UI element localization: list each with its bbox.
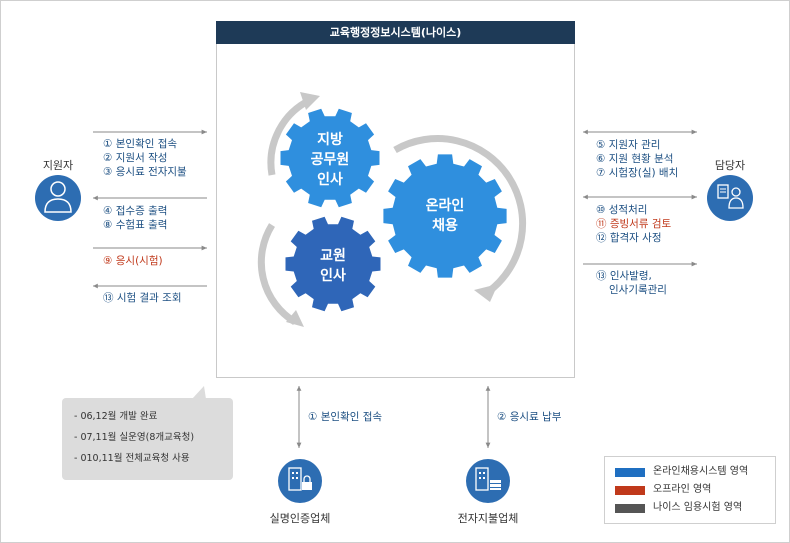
manager-flow-4: ⑫ 합격자 사정 — [596, 231, 661, 245]
applicant-flow-1-line-1: ① 본인확인 접속 — [103, 138, 178, 150]
gear-teacher-line-2: 인사 — [320, 268, 346, 284]
manager-flow-5-line-1: ⑬ 인사발령, — [596, 270, 652, 282]
vendor-auth-flow: ① 본인확인 접속 — [308, 411, 383, 423]
manager-flow-4-line-1: ⑫ 합격자 사정 — [596, 232, 662, 244]
gear-teacher-hr — [285, 216, 381, 312]
applicant-icon — [35, 175, 81, 221]
note-item: - 06,12월 개발 완료 — [74, 411, 158, 422]
applicant-flow-4-line-1: ⑬ 시험 결과 조회 — [103, 292, 182, 304]
legend-label-neis: 나이스 임용시험 영역 — [653, 502, 743, 513]
auth-vendor-icon — [278, 459, 322, 503]
gear-online-recruit — [383, 154, 507, 278]
manager-icon — [707, 175, 753, 221]
gear-local-line-2: 공무원 — [310, 152, 350, 168]
legend-swatch-online — [615, 468, 645, 477]
gear-local-line-3: 인사 — [317, 172, 343, 188]
applicant-flow-4: ⑬ 시험 결과 조회 — [103, 291, 181, 305]
manager-flow-2-line-1: ⑩ 성적처리 — [596, 204, 648, 216]
system-box — [216, 21, 575, 378]
payment-vendor-icon — [466, 459, 510, 503]
legend-swatch-neis — [615, 504, 645, 513]
vendor-payment-flow: ② 응시료 납부 — [497, 411, 562, 423]
manager-flow-3: ⑪ 증빙서류 검토 — [596, 217, 671, 231]
applicant-flow-3-line-1: ⑨ 응시(시험) — [103, 255, 163, 267]
legend: 온라인채용시스템 영역 오프라인 영역 나이스 임용시험 영역 — [604, 456, 776, 524]
applicant-flow-1-line-2: ② 지원서 작성 — [103, 152, 168, 164]
auth-vendor-label: 실명인증업체 — [269, 512, 331, 525]
cycle-arrow-right — [393, 135, 527, 295]
gear-online-line-1: 온라인 — [425, 198, 465, 214]
gear-online-line-2: 채용 — [432, 218, 458, 234]
gear-teacher-shape — [285, 216, 381, 312]
gear-local-label: 지방 공무원 인사 — [290, 130, 370, 190]
gear-local-line-1: 지방 — [317, 132, 343, 148]
note-item: - 010,11월 전체교육청 사용 — [74, 453, 190, 464]
manager-flow-3-line-1: ⑪ 증빙서류 검토 — [596, 218, 672, 230]
cycle-arrow-bottom — [257, 223, 297, 325]
applicant-flow-2-line-2: ⑧ 수험표 출력 — [103, 219, 168, 231]
manager-flow-5: ⑬ 인사발령, 인사기록관리 — [596, 269, 667, 297]
legend-label-offline: 오프라인 영역 — [653, 484, 712, 495]
manager-label: 담당자 — [714, 159, 746, 172]
cycle-arrow-right-head — [474, 284, 498, 302]
applicant-flow-3: ⑨ 응시(시험) — [103, 254, 163, 268]
gear-local-official-hr — [280, 108, 380, 208]
cycle-arrow-top-head — [300, 92, 320, 110]
gear-online-shape — [383, 154, 507, 278]
cycle-arrow-top — [267, 96, 312, 176]
gear-online-label: 온라인 채용 — [405, 196, 485, 236]
manager-flow-1: ⑤ 지원자 관리 ⑥ 지원 현황 분석 ⑦ 시험장(실) 배치 — [596, 138, 678, 180]
gear-local-shape — [280, 108, 380, 208]
note-item: - 07,11월 실운영(8개교육청) — [74, 432, 195, 443]
gear-teacher-line-1: 교원 — [320, 248, 346, 264]
manager-flow-2: ⑩ 성적처리 — [596, 203, 647, 217]
payment-vendor-label: 전자지불업체 — [457, 512, 519, 525]
manager-flow-1-line-2: ⑥ 지원 현황 분석 — [596, 153, 674, 165]
applicant-flow-2: ④ 접수증 출력 ⑧ 수험표 출력 — [103, 204, 167, 232]
applicant-flow-2-line-1: ④ 접수증 출력 — [103, 205, 168, 217]
legend-label-online: 온라인채용시스템 영역 — [653, 466, 749, 477]
manager-flow-1-line-3: ⑦ 시험장(실) 배치 — [596, 167, 679, 179]
manager-flow-1-line-1: ⑤ 지원자 관리 — [596, 139, 661, 151]
cycle-arrow-bottom-head — [286, 310, 304, 327]
applicant-flow-1-line-3: ③ 응시료 전자지불 — [103, 166, 187, 178]
applicant-label: 지원자 — [42, 159, 74, 172]
system-title: 교육행정정보시스템(나이스) — [216, 21, 575, 44]
manager-flow-5-line-2: 인사기록관리 — [609, 284, 667, 296]
development-note: - 06,12월 개발 완료 - 07,11월 실운영(8개교육청) - 010… — [62, 398, 233, 480]
note-pointer — [192, 386, 206, 399]
applicant-flow-1: ① 본인확인 접속 ② 지원서 작성 ③ 응시료 전자지불 — [103, 137, 187, 179]
gear-teacher-label: 교원 인사 — [293, 246, 373, 286]
legend-swatch-offline — [615, 486, 645, 495]
